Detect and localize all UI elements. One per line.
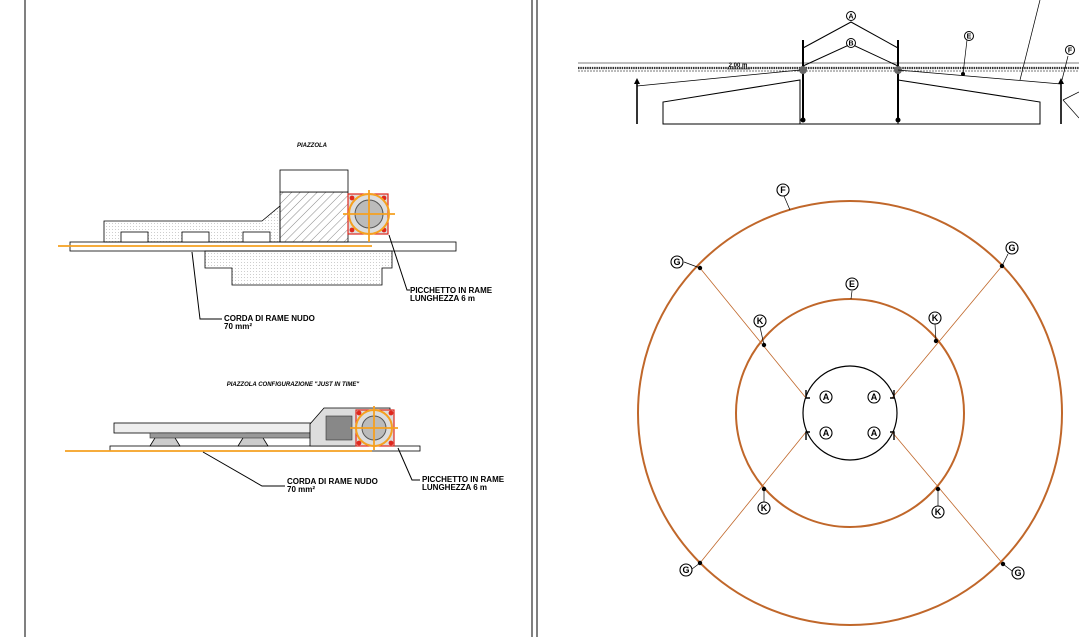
section-piazzola: PIAZZOLA PICCHETTO IN RAME LUNGHEZZA 6 m…: [58, 143, 493, 331]
svg-text:B: B: [848, 41, 853, 48]
plan-bubble-g-br: G: [1011, 566, 1025, 580]
cord-note-1a: CORDA DI RAME NUDO: [224, 314, 315, 323]
section2-title: PIAZZOLA CONFIGURAZIONE "JUST IN TIME": [227, 382, 360, 388]
plan-bubble-k-tr: K: [928, 311, 942, 325]
plan-bubble-e: E: [845, 277, 859, 291]
elevation-view: 2.00 m A B E F: [578, 0, 1079, 125]
outer-copper-ring: [637, 200, 1063, 626]
middle-copper-ring: [735, 298, 965, 528]
svg-text:A: A: [871, 428, 878, 438]
cord-note-1b: 70 mm²: [224, 322, 252, 331]
elevation-bubble-f: F: [1065, 45, 1075, 55]
plan-bubble-g-tl: G: [670, 255, 684, 269]
svg-text:G: G: [1014, 568, 1021, 578]
plinth-2: [181, 231, 210, 243]
svg-text:K: K: [935, 507, 942, 517]
svg-text:E: E: [849, 279, 855, 289]
top-block: [279, 169, 349, 193]
hatched-block: [279, 191, 349, 243]
elevation-bubble-e: E: [964, 31, 974, 41]
plan-bubble-f: F: [776, 183, 790, 197]
cord-note-2b: 70 mm²: [287, 485, 315, 494]
platform-2: [113, 422, 325, 434]
plan-bubble-a-tl: A: [819, 390, 833, 404]
svg-text:G: G: [682, 565, 689, 575]
plan-view: G G G G F E K: [637, 183, 1063, 626]
foundation-circle: [802, 365, 898, 461]
section-just-in-time: PIAZZOLA CONFIGURAZIONE "JUST IN TIME" P…: [65, 382, 505, 494]
plan-bubble-g-bl: G: [679, 563, 693, 577]
svg-text:G: G: [1008, 243, 1015, 253]
rod-note-2b: LUNGHEZZA 6 m: [422, 483, 487, 492]
plinth-1: [120, 231, 149, 243]
rod-note-1b: LUNGHEZZA 6 m: [410, 294, 475, 303]
plan-bubble-g-tr: G: [1005, 241, 1019, 255]
elevation-dimension: 2.00 m: [729, 63, 748, 69]
plan-bubble-a-tr: A: [867, 390, 881, 404]
rod-note-2a: PICCHETTO IN RAME: [422, 475, 505, 484]
svg-text:E: E: [967, 34, 972, 41]
sheet-frames: [24, 0, 538, 637]
plan-bubble-k-bl: K: [757, 501, 771, 515]
svg-text:K: K: [932, 313, 939, 323]
svg-text:F: F: [1068, 48, 1073, 55]
elevation-bubble-a: A: [846, 11, 856, 21]
svg-text:K: K: [761, 503, 768, 513]
svg-text:A: A: [823, 428, 830, 438]
svg-text:K: K: [757, 316, 764, 326]
svg-text:A: A: [848, 14, 853, 21]
plan-bubble-a-bl: A: [819, 426, 833, 440]
svg-text:F: F: [780, 185, 786, 195]
cord-note-2a: CORDA DI RAME NUDO: [287, 477, 378, 486]
plan-bubble-k-br: K: [931, 505, 945, 519]
foundation-block: [204, 250, 393, 286]
elevation-foundation: [662, 79, 801, 125]
svg-text:G: G: [673, 257, 680, 267]
rod-note-1a: PICCHETTO IN RAME: [410, 286, 493, 295]
svg-text:A: A: [871, 392, 878, 402]
section1-title: PIAZZOLA: [297, 143, 327, 149]
plinth-3: [242, 231, 271, 243]
plan-bubble-k-tl: K: [753, 314, 767, 328]
elevation-bubble-b: B: [846, 38, 856, 48]
plan-bubble-a-br: A: [867, 426, 881, 440]
svg-text:A: A: [823, 392, 830, 402]
